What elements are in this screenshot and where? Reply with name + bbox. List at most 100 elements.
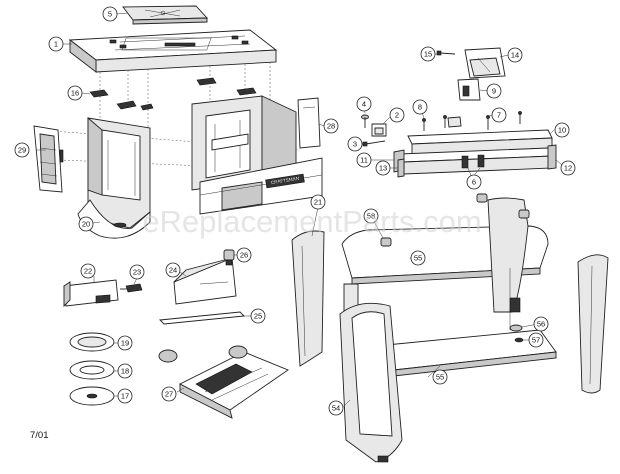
svg-text:27: 27 <box>165 390 173 399</box>
svg-text:10: 10 <box>558 126 566 135</box>
callout-55-upper: 55 <box>410 250 426 266</box>
cabinet-frame-assembly: CRAFTSMAN <box>191 95 323 215</box>
svg-text:16: 16 <box>71 89 79 98</box>
callout-6: 6 <box>466 174 482 190</box>
part-25-rod <box>159 311 245 325</box>
callout-18: 18 <box>117 363 133 379</box>
part-58-foot <box>380 193 530 247</box>
svg-text:29: 29 <box>18 146 26 155</box>
callout-55-lower: 55 <box>432 369 448 385</box>
part-17-ring <box>69 386 115 406</box>
part-20-left-side-panel <box>77 117 151 239</box>
part-1-table-top <box>68 29 278 73</box>
svg-text:57: 57 <box>532 336 540 345</box>
part-26-knob <box>223 249 235 266</box>
callout-2: 2 <box>389 107 405 123</box>
callout-54: 54 <box>328 400 344 416</box>
part-6-lower-rail <box>399 147 553 175</box>
svg-text:55: 55 <box>414 254 422 263</box>
svg-text:13: 13 <box>379 164 387 173</box>
callout-24: 24 <box>165 262 181 278</box>
callout-57: 57 <box>528 332 544 348</box>
callout-29: 29 <box>14 142 30 158</box>
svg-text:17: 17 <box>121 392 129 401</box>
part-54-leg-panel-front <box>339 302 403 463</box>
svg-text:21: 21 <box>314 198 322 207</box>
svg-text:19: 19 <box>121 339 129 348</box>
part-28-access-panel <box>297 97 321 149</box>
svg-text:23: 23 <box>133 268 141 277</box>
callout-28: 28 <box>323 118 339 134</box>
part-23-small-bracket <box>120 283 143 293</box>
svg-text:22: 22 <box>84 267 92 276</box>
part-56-leveler <box>509 324 523 332</box>
svg-text:9: 9 <box>492 87 496 96</box>
callout-10: 10 <box>554 122 570 138</box>
callout-5: 5 <box>102 6 118 22</box>
leg-panel-right <box>577 254 609 394</box>
part-7-pins <box>447 111 522 130</box>
svg-text:6: 6 <box>472 178 476 187</box>
part-4-knob <box>361 114 369 128</box>
part-27-miter-gauge <box>158 345 289 419</box>
callout-19: 19 <box>117 335 133 351</box>
svg-text:12: 12 <box>564 164 572 173</box>
part-3-bolt <box>362 140 386 147</box>
date-code: 7/01 <box>30 430 49 441</box>
svg-text:28: 28 <box>327 122 335 131</box>
svg-text:11: 11 <box>360 156 368 165</box>
part-15-screw <box>436 50 456 56</box>
svg-text:15: 15 <box>424 50 432 59</box>
svg-text:25: 25 <box>254 312 262 321</box>
callout-13: 13 <box>375 160 391 176</box>
callout-8: 8 <box>412 99 428 115</box>
svg-text:4: 4 <box>362 100 366 109</box>
part-57-leveler-pad <box>514 337 524 343</box>
callout-15: 15 <box>420 46 436 62</box>
svg-text:55: 55 <box>436 373 444 382</box>
svg-text:14: 14 <box>511 51 519 60</box>
part-22-guard-bracket <box>63 279 119 308</box>
part-14-switch-box <box>464 47 506 79</box>
part-9-switch <box>457 78 481 101</box>
svg-text:3: 3 <box>353 140 357 149</box>
svg-text:5: 5 <box>108 10 112 19</box>
callout-1: 1 <box>48 36 64 52</box>
svg-text:24: 24 <box>169 266 177 275</box>
callout-11: 11 <box>356 152 372 168</box>
part-12-end-cap <box>547 144 557 170</box>
callout-3: 3 <box>347 136 363 152</box>
svg-text:1: 1 <box>54 40 58 49</box>
part-8-screws <box>422 115 447 131</box>
part-29-side-door <box>33 125 64 193</box>
svg-text:26: 26 <box>240 251 248 260</box>
callout-27: 27 <box>161 386 177 402</box>
svg-text:20: 20 <box>82 220 90 229</box>
callout-16: 16 <box>67 85 83 101</box>
part-18-ring <box>69 360 115 380</box>
callout-4: 4 <box>356 96 372 112</box>
part-19-ring <box>69 332 115 352</box>
callout-26: 26 <box>236 247 252 263</box>
callout-56: 56 <box>533 316 549 332</box>
watermark: eReplacementParts.com <box>142 204 481 239</box>
svg-text:7: 7 <box>497 111 501 120</box>
callout-9: 9 <box>486 83 502 99</box>
part-2-bracket <box>371 123 387 137</box>
callout-17: 17 <box>117 388 133 404</box>
part-16-clips <box>89 77 257 111</box>
callout-7: 7 <box>491 107 507 123</box>
svg-text:56: 56 <box>537 320 545 329</box>
svg-text:54: 54 <box>332 404 340 413</box>
part-21-leg-panel-left <box>291 230 325 367</box>
callout-21: 21 <box>310 194 326 210</box>
part-24-fence <box>173 257 237 305</box>
callout-23: 23 <box>129 264 145 280</box>
part-13-end-cap <box>397 158 405 178</box>
callout-14: 14 <box>507 47 523 63</box>
callout-25: 25 <box>250 308 266 324</box>
svg-text:58: 58 <box>367 212 375 221</box>
callout-58: 58 <box>363 208 379 224</box>
callout-12: 12 <box>560 160 576 176</box>
nameplate-label: CRAFTSMAN <box>270 176 299 185</box>
